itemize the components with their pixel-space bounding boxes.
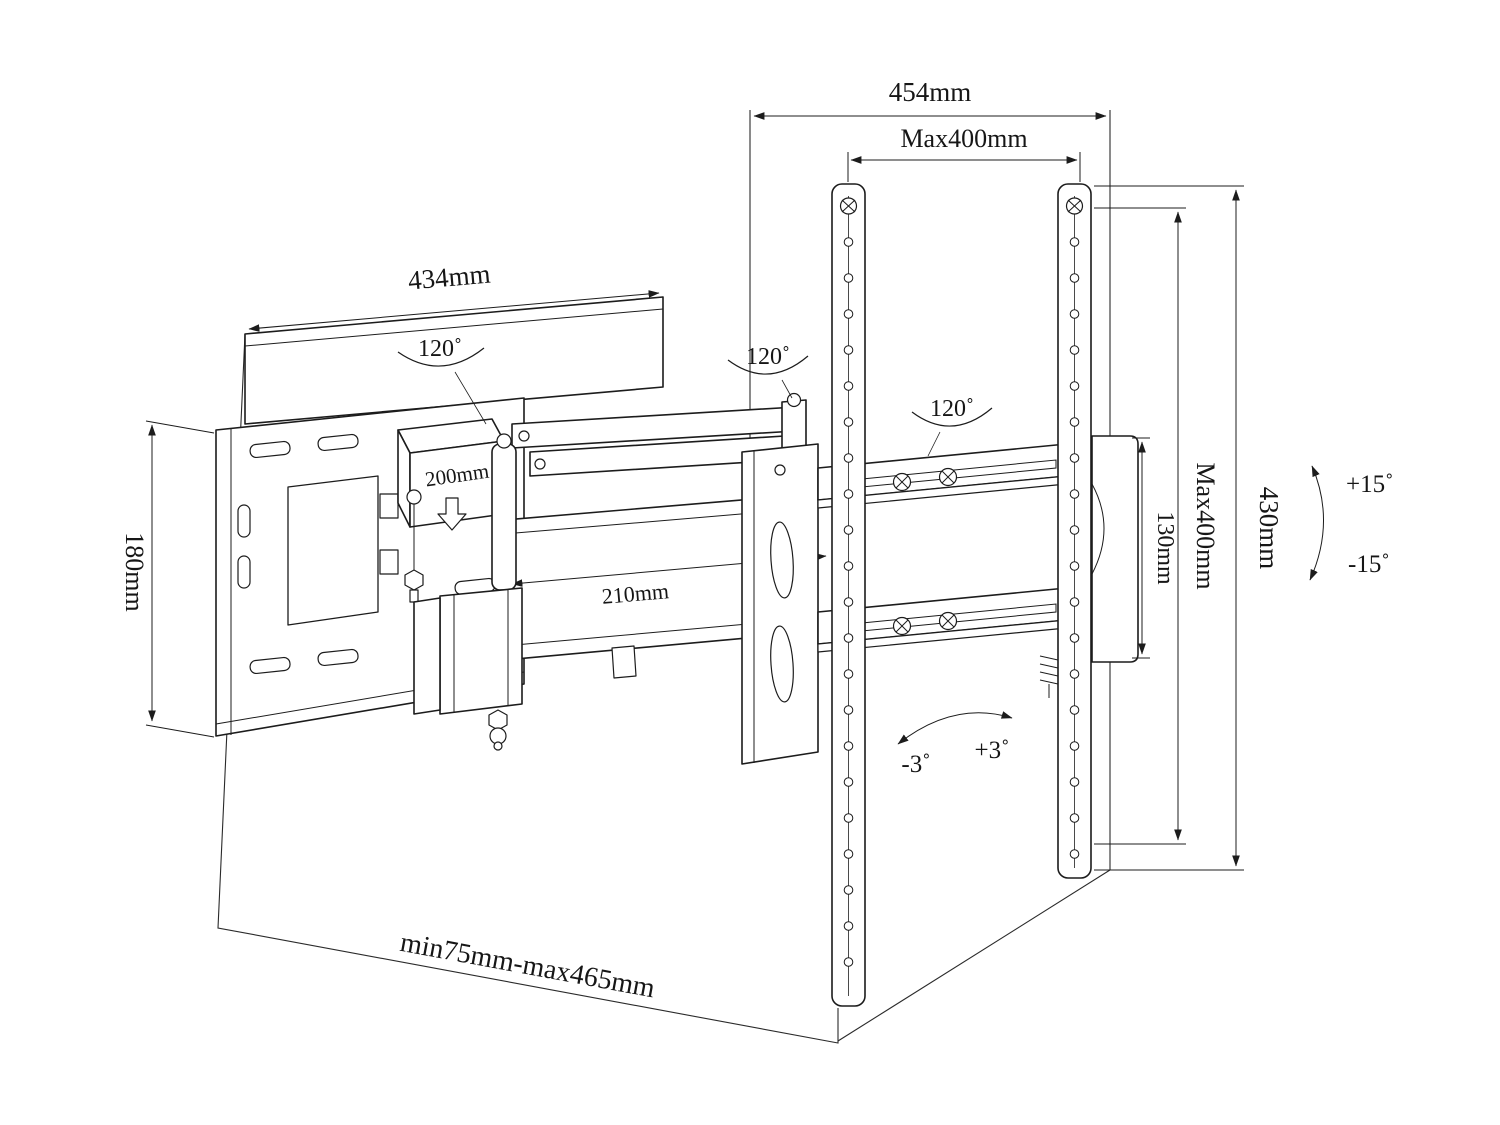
swivel-wall-label: 120˚ bbox=[418, 336, 462, 362]
dim-plate-width-label: 434mm bbox=[407, 258, 492, 295]
center-bracket bbox=[1091, 435, 1139, 663]
plate-cutout bbox=[287, 475, 379, 626]
dim-vesa-width-label: Max400mm bbox=[900, 124, 1027, 153]
dim-vesa-height: Max400mm bbox=[1094, 207, 1220, 845]
pivot-bolt bbox=[406, 489, 422, 505]
down-arrow-icon bbox=[437, 497, 467, 531]
cable-clip bbox=[611, 645, 637, 679]
tilt-up-label: +15˚ bbox=[1346, 471, 1393, 498]
plate-hook bbox=[379, 493, 399, 519]
dim-vesa-height-label: Max400mm bbox=[1191, 462, 1220, 589]
swivel-tv-label: 120˚ bbox=[930, 396, 974, 422]
dim-plate-height: 180mm bbox=[120, 420, 215, 738]
dim-plate-width: 434mm bbox=[248, 258, 660, 332]
tension-spring bbox=[1039, 655, 1059, 698]
tilt-down-label: -15˚ bbox=[1348, 551, 1390, 578]
hex-nut bbox=[404, 569, 424, 591]
adapter-plate bbox=[741, 443, 819, 765]
dim-rail-height: 430mm bbox=[1094, 185, 1284, 871]
swivel-annotation-mid: 120˚ bbox=[727, 344, 809, 399]
rail-holes-left bbox=[843, 237, 854, 967]
vesa-rail-left bbox=[831, 183, 866, 1007]
swivel-annotation-tv: 120˚ bbox=[911, 396, 993, 457]
vesa-rail-right bbox=[1057, 183, 1092, 879]
level-minus-label: -3˚ bbox=[901, 751, 930, 778]
swivel-mid-label: 120˚ bbox=[746, 344, 790, 370]
tilt-annotation: +15˚ -15˚ bbox=[1309, 465, 1393, 581]
pivot-assembly bbox=[413, 433, 523, 751]
hex-nut bbox=[488, 709, 508, 731]
dim-center-bracket: 130mm bbox=[1132, 437, 1178, 659]
plate-slots bbox=[237, 433, 496, 675]
level-plus-label: +3˚ bbox=[975, 737, 1010, 764]
dim-arm-length-label: 210mm bbox=[601, 578, 670, 609]
dim-rail-height-label: 430mm bbox=[1254, 487, 1284, 570]
level-annotation: -3˚ +3˚ bbox=[897, 711, 1013, 778]
dim-top-width: 454mm bbox=[753, 77, 1107, 120]
dim-extension-range-label: min75mm-max465mm bbox=[398, 927, 658, 1005]
tv-hinge-bolt bbox=[786, 392, 802, 408]
dim-center-bracket-label: 130mm bbox=[1152, 511, 1178, 585]
dim-vesa-width: Max400mm bbox=[847, 124, 1081, 182]
upper-mounting-bar bbox=[817, 439, 1109, 509]
swivel-annotation-wall: 120˚ bbox=[397, 336, 487, 425]
dim-top-width-label: 454mm bbox=[889, 77, 972, 107]
dim-plate-height-label: 180mm bbox=[120, 532, 149, 611]
plate-hook bbox=[379, 549, 399, 575]
